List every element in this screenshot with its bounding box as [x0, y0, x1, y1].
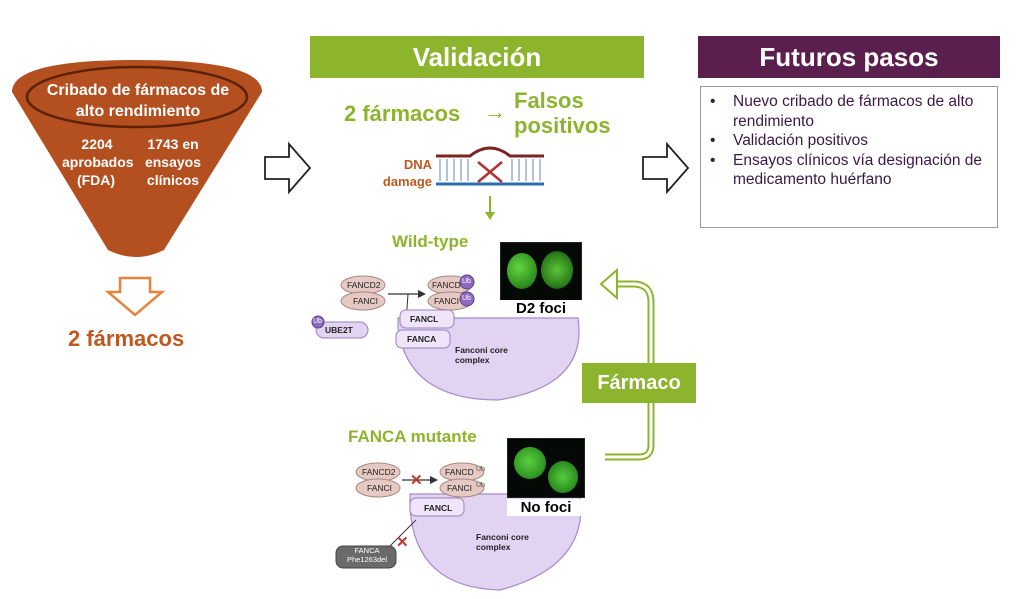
next-steps-list: Nuevo cribado de fármacos de alto rendim… [700, 86, 998, 228]
drugs-count: 2 fármacos [344, 101, 461, 126]
d2-foci-label: D2 foci [500, 300, 582, 317]
mut-fanci: FANCI [367, 483, 393, 493]
wild-type-title: Wild-type [392, 232, 469, 251]
funnel-title: Cribado de fármacos de alto rendimiento [46, 82, 230, 120]
list-item: Nuevo cribado de fármacos de alto rendim… [710, 92, 997, 131]
arrow-icon: → [484, 99, 506, 124]
right-arrow-icon [264, 141, 312, 195]
nucleus-cell [507, 253, 537, 289]
wt-fanci: FANCI [353, 296, 379, 306]
validation-banner: Validación [310, 36, 644, 78]
wt-ube2t: UBE2T [325, 325, 353, 335]
dna-damage-icon [436, 146, 544, 220]
wt-fancd2: FANCD2 [347, 280, 381, 290]
wt-fanca: FANCA [407, 334, 437, 344]
trials-count: 1743 en [147, 136, 199, 152]
mut-fanci-ub: FANCI [447, 483, 473, 493]
wt-fancd2-ub: FANCD [432, 280, 461, 290]
mut-core-complex: Fanconi core complex [476, 532, 529, 552]
wt-fancl: FANCL [410, 314, 439, 324]
nucleus-cell [548, 461, 578, 493]
wt-ub-1: Ub [462, 278, 471, 285]
mut-fancd2-ub: FANCD [445, 467, 474, 477]
next-steps-banner: Futuros pasos [698, 36, 1000, 78]
false-positives: Falsos positivos [514, 88, 611, 138]
drug-label: Fármaco [582, 363, 696, 403]
approved-count: 2204 [81, 136, 113, 152]
svg-text:✕: ✕ [396, 534, 409, 551]
no-foci-label: No foci [507, 499, 585, 516]
wt-ub-2: Ub [462, 295, 471, 302]
nucleus-cell [514, 447, 546, 479]
down-arrow-icon [104, 276, 166, 317]
list-item: Validación positivos [710, 131, 997, 151]
mut-fanca: FANCA Phe1263del [346, 546, 388, 564]
mut-ub-1: Ub [476, 466, 485, 473]
wild-type-pathway [311, 274, 580, 401]
wt-core-complex: Fanconi core complex [455, 345, 508, 365]
mutant-pathway: ✕ ✕ [335, 462, 582, 591]
screening-funnel [12, 60, 262, 257]
wt-fanci-ub: FANCI [434, 296, 460, 306]
approved-label: aprobados (FDA) [62, 154, 134, 188]
result-drugs: 2 fármacos [68, 326, 185, 351]
mut-ub-2: Ub [476, 482, 485, 489]
drug-return-arrow-icon [599, 267, 655, 461]
mutant-title: FANCA mutante [348, 427, 477, 446]
trials-label: ensayos clínicos [144, 154, 202, 188]
d2-foci-image [500, 242, 582, 302]
no-foci-image [507, 438, 585, 498]
right-arrow-icon [642, 141, 690, 195]
list-item: Ensayos clínicos vía designación de medi… [710, 151, 997, 190]
mut-fancd2: FANCD2 [362, 467, 396, 477]
nucleus-cell [541, 251, 573, 289]
dna-damage-label: DNA damage [382, 157, 432, 189]
wt-ub-3: Ub [313, 318, 322, 325]
svg-text:✕: ✕ [410, 472, 423, 489]
mut-fancl: FANCL [424, 503, 453, 513]
